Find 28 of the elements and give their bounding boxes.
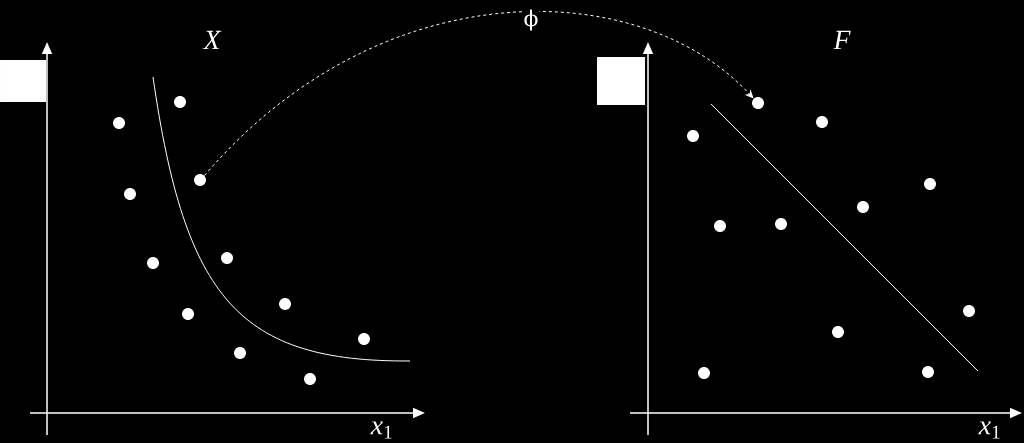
data-point [234, 347, 246, 359]
data-point [147, 257, 159, 269]
data-point [304, 373, 316, 385]
data-point [194, 174, 206, 186]
axis-label: x$_{1}$ [370, 421, 392, 439]
data-point [124, 188, 136, 200]
data-point [924, 178, 936, 190]
data-point [714, 220, 726, 232]
plot-title: X [202, 30, 222, 50]
data-point [279, 298, 291, 310]
data-point [221, 252, 233, 264]
data-point [775, 218, 787, 230]
data-point [698, 367, 710, 379]
dashed-arrow [203, 11, 754, 177]
edge-label: ϕ [524, 9, 538, 31]
data-point [922, 366, 934, 378]
data-point [174, 96, 186, 108]
data-point [182, 308, 194, 320]
axis-label: x$_{1}$ [978, 421, 1000, 439]
data-point [857, 201, 869, 213]
data-point [832, 326, 844, 338]
data-point [113, 117, 125, 129]
data-point [816, 116, 828, 128]
plot-title: F [833, 30, 851, 50]
data-point [687, 130, 699, 142]
data-point [963, 305, 975, 317]
data-point [358, 333, 370, 345]
data-point [752, 97, 764, 109]
